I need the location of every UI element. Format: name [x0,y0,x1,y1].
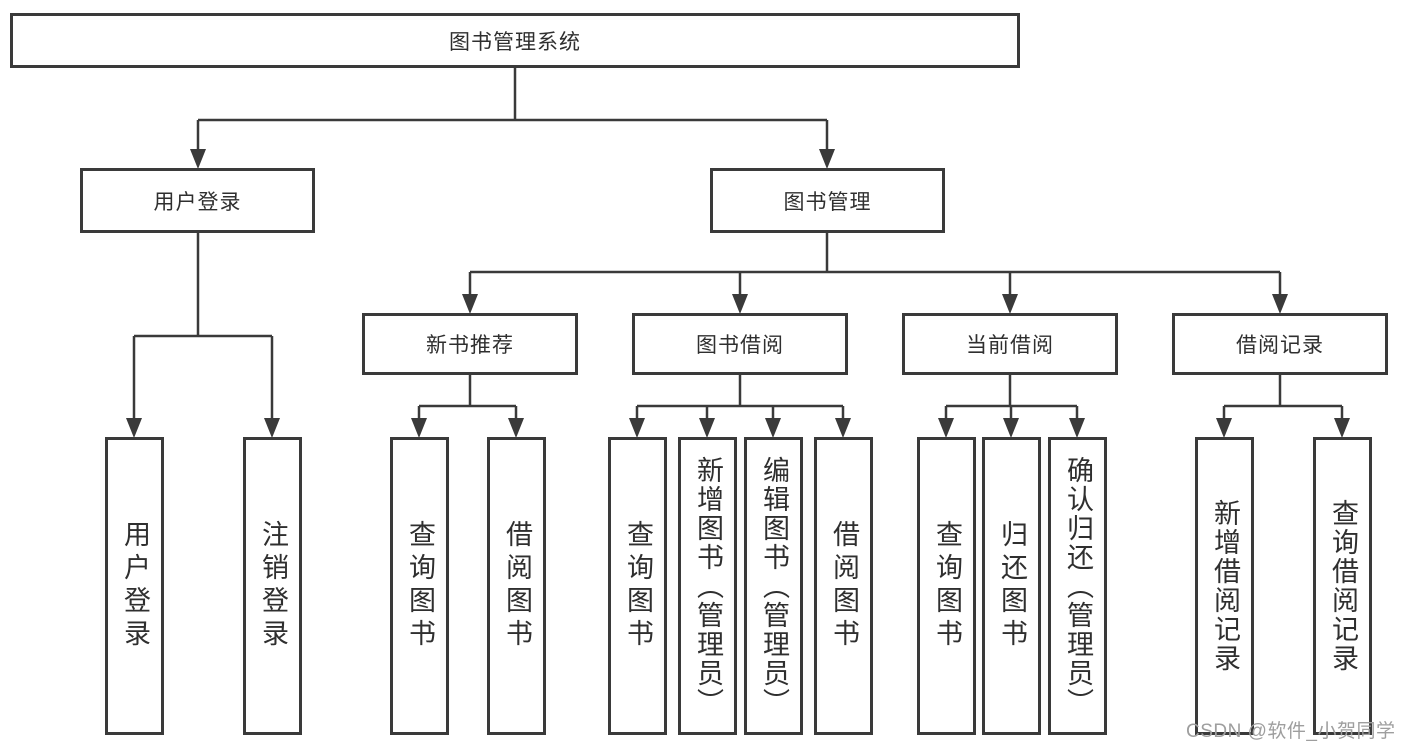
leaf-user-login: 用户登录 [105,437,164,735]
node-borrow-records-label: 借阅记录 [1236,334,1324,357]
leaf-cb-query-books: 查询图书 [917,437,976,735]
leaf-br-add-record-label: 新增借阅记录 [1210,499,1240,673]
leaf-nbr-borrow-books-label: 借阅图书 [502,520,532,652]
leaf-bb-add-books-admin: 新增图书（管理员） [678,437,737,735]
csdn-watermark: CSDN @软件_小贺同学 [1186,721,1396,742]
leaf-bb-edit-books-admin: 编辑图书（管理员） [744,437,803,735]
leaf-nbr-borrow-books: 借阅图书 [487,437,546,735]
leaf-logout-label: 注销登录 [258,520,288,652]
leaf-br-add-record: 新增借阅记录 [1195,437,1254,735]
leaf-bb-query-books: 查询图书 [608,437,667,735]
arrowheads [126,149,1350,438]
leaf-cb-query-books-label: 查询图书 [932,520,962,652]
node-book-borrow-label: 图书借阅 [696,334,784,357]
leaf-logout: 注销登录 [243,437,302,735]
leaf-nbr-query-books-label: 查询图书 [405,520,435,652]
leaf-br-query-record-label: 查询借阅记录 [1328,499,1358,673]
node-borrow-records: 借阅记录 [1172,313,1388,375]
node-current-borrow-label: 当前借阅 [966,334,1054,357]
leaf-br-query-record: 查询借阅记录 [1313,437,1372,735]
node-new-book-recommend: 新书推荐 [362,313,578,375]
leaf-bb-borrow-books: 借阅图书 [814,437,873,735]
leaf-cb-confirm-return-admin-label: 确认归还（管理员） [1063,455,1093,717]
leaf-nbr-query-books: 查询图书 [390,437,449,735]
leaf-bb-edit-books-admin-label: 编辑图书（管理员） [759,455,789,717]
node-new-book-recommend-label: 新书推荐 [426,334,514,357]
node-book-management-label: 图书管理 [783,190,872,214]
node-root-system-label: 图书管理系统 [449,30,581,54]
node-user-login: 用户登录 [80,168,315,233]
node-current-borrow: 当前借阅 [902,313,1118,375]
leaf-bb-add-books-admin-label: 新增图书（管理员） [693,455,723,717]
leaf-cb-confirm-return-admin: 确认归还（管理员） [1048,437,1107,735]
node-book-management: 图书管理 [710,168,945,233]
node-root-system: 图书管理系统 [10,13,1020,68]
leaf-bb-borrow-books-label: 借阅图书 [829,520,859,652]
node-book-borrow: 图书借阅 [632,313,848,375]
leaf-user-login-label: 用户登录 [120,520,150,652]
node-user-login-label: 用户登录 [153,190,242,214]
leaf-bb-query-books-label: 查询图书 [623,520,653,652]
leaf-cb-return-books-label: 归还图书 [997,520,1027,652]
leaf-cb-return-books: 归还图书 [982,437,1041,735]
